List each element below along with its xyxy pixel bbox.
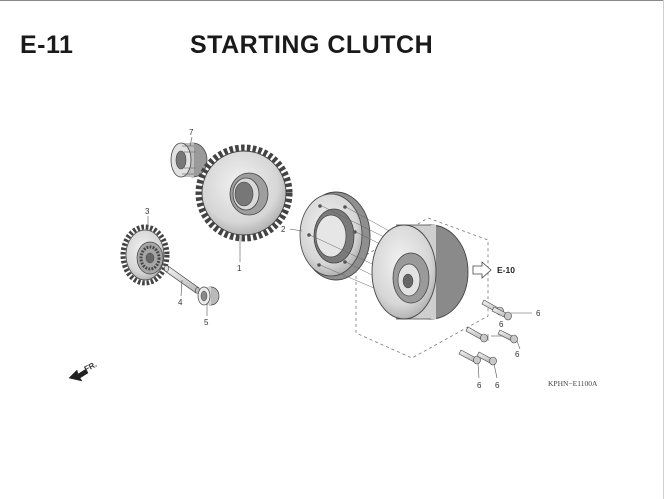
reduction-gear-shaft-part4 bbox=[164, 265, 201, 294]
leader-part2 bbox=[289, 228, 303, 232]
section-code: E-11 bbox=[20, 31, 74, 59]
top-rule bbox=[0, 0, 664, 1]
bolt-part6-b bbox=[491, 306, 512, 321]
leader-part7 bbox=[189, 136, 193, 147]
drawing-code: KPHN−E1100A bbox=[548, 379, 598, 388]
callout-part5: 5 bbox=[204, 318, 209, 327]
starter-driven-gear-part1 bbox=[195, 144, 293, 242]
leader-part6-f bbox=[493, 363, 498, 379]
callout-part3: 3 bbox=[145, 207, 150, 216]
bolt-part6-e bbox=[458, 349, 481, 365]
callout-part2: 2 bbox=[281, 225, 286, 234]
section-title: STARTING CLUTCH bbox=[190, 31, 434, 59]
callout-part6-e: 6 bbox=[495, 381, 500, 390]
assembly-boundary bbox=[355, 217, 489, 359]
front-direction-arrow-icon bbox=[68, 368, 89, 382]
callout-part7: 7 bbox=[189, 128, 194, 137]
bolt-part6-d bbox=[497, 329, 518, 344]
flywheel-rotor bbox=[371, 224, 469, 320]
leader-part4 bbox=[180, 279, 183, 297]
bolt-part6-c bbox=[465, 326, 488, 343]
callout-part6-d: 6 bbox=[477, 381, 482, 390]
bushing-part5 bbox=[197, 286, 220, 306]
starting-clutch-outer-part2 bbox=[299, 191, 371, 281]
reduction-gear-part3 bbox=[120, 224, 170, 286]
callout-part6-b: 6 bbox=[499, 320, 504, 329]
leader-part6-e bbox=[477, 363, 480, 379]
callout-part4: 4 bbox=[178, 298, 183, 307]
bolt-part6-f bbox=[476, 351, 497, 366]
reference-arrow-icon bbox=[472, 261, 492, 279]
reference-label: E-10 bbox=[497, 265, 515, 275]
callout-part6-c: 6 bbox=[515, 350, 520, 359]
front-label: FR. bbox=[83, 360, 99, 374]
callout-part6-a: 6 bbox=[536, 309, 541, 318]
callout-part1: 1 bbox=[237, 264, 242, 273]
needle-bearing-part7 bbox=[170, 142, 208, 178]
leader-part6-d bbox=[516, 340, 521, 350]
